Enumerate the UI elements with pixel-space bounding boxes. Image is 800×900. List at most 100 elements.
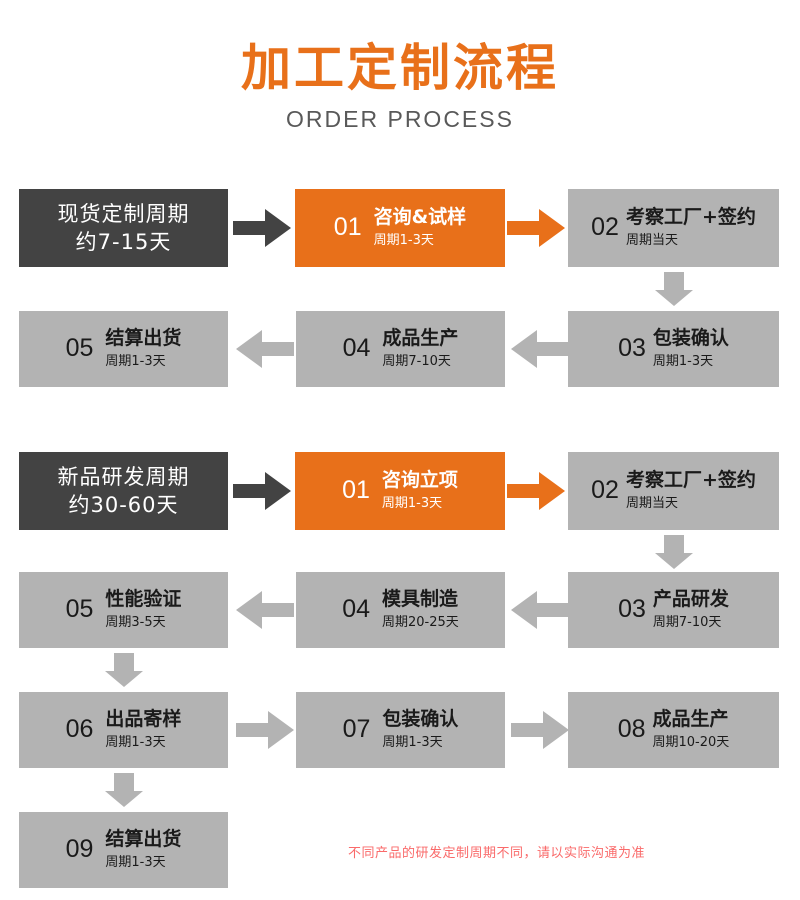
stock-flow-start-line2: 约7-15天 [75,230,172,254]
newproduct-step-02-title: 考察工厂+签约 [625,469,756,492]
stock-flow-start-box[interactable]: 现货定制周期 约7-15天 [19,189,228,267]
newproduct-step-02-number: 02 [591,476,619,505]
newproduct-step-04-box[interactable]: 04 模具制造 周期20-25天 [296,572,505,648]
newproduct-step-07-box[interactable]: 07 包装确认 周期1-3天 [296,692,505,768]
stock-step-04-text: 成品生产 周期7-10天 [382,327,458,371]
newproduct-flow-start-box[interactable]: 新品研发周期 约30-60天 [19,452,228,530]
newproduct-step-06-text: 出品寄样 周期1-3天 [105,708,181,752]
newproduct-step-09-title: 结算出货 [105,828,182,851]
stock-step-04-title: 成品生产 [382,327,459,350]
newproduct-step-06-box[interactable]: 06 出品寄样 周期1-3天 [19,692,228,768]
arrow-left-stock-04-05 [236,327,294,371]
newproduct-step-04-title: 模具制造 [382,588,459,611]
stock-flow-start-line1: 现货定制周期 [57,201,190,226]
newproduct-step-09-sub: 周期1-3天 [105,854,166,870]
arrow-right-dark-stock-start [233,205,291,251]
stock-step-03-text: 包装确认 周期1-3天 [653,327,729,371]
newproduct-step-08-content: 08 成品生产 周期10-20天 [618,708,730,752]
newproduct-step-05-text: 性能验证 周期3-5天 [105,588,181,632]
newproduct-step-06-content: 06 出品寄样 周期1-3天 [66,708,182,752]
newproduct-step-09-box[interactable]: 09 结算出货 周期1-3天 [19,812,228,888]
newproduct-flow-start-period: 新品研发周期 约30-60天 [58,463,190,520]
arrow-right-orange-newproduct-01-02 [507,468,565,514]
newproduct-step-05-sub: 周期3-5天 [105,614,166,630]
stock-step-02-sub: 周期当天 [625,232,678,248]
newproduct-step-06-title: 出品寄样 [105,708,182,731]
arrow-right-orange-stock-01-02 [507,205,565,251]
newproduct-step-07-content: 07 包装确认 周期1-3天 [343,708,459,752]
stock-step-05-sub: 周期1-3天 [105,353,166,369]
arrow-right-dark-newproduct-start [233,468,291,514]
stock-step-01-content: 01 咨询&试样 周期1-3天 [334,206,466,250]
stock-step-05-title: 结算出货 [105,327,182,350]
newproduct-step-08-number: 08 [617,715,646,744]
newproduct-step-02-sub: 周期当天 [625,495,678,511]
newproduct-step-09-number: 09 [65,835,94,864]
page-title: 加工定制流程 [241,39,559,97]
stock-step-04-box[interactable]: 04 成品生产 周期7-10天 [296,311,505,387]
newproduct-step-05-box[interactable]: 05 性能验证 周期3-5天 [19,572,228,648]
newproduct-step-02-box[interactable]: 02 考察工厂+签约 周期当天 [568,452,779,530]
newproduct-step-01-number: 01 [342,476,370,505]
stock-step-05-number: 05 [65,334,94,363]
newproduct-step-03-text: 产品研发 周期7-10天 [653,588,729,632]
newproduct-flow-start-line2: 约30-60天 [68,493,179,517]
newproduct-step-01-title: 咨询立项 [381,469,458,492]
stock-step-05-box[interactable]: 05 结算出货 周期1-3天 [19,311,228,387]
newproduct-step-07-title: 包装确认 [382,708,459,731]
newproduct-step-08-title: 成品生产 [652,708,729,731]
newproduct-step-03-number: 03 [618,595,646,624]
newproduct-step-05-content: 05 性能验证 周期3-5天 [66,588,182,632]
newproduct-step-03-title: 产品研发 [652,588,729,611]
stock-step-02-box[interactable]: 02 考察工厂+签约 周期当天 [568,189,779,267]
newproduct-step-08-sub: 周期10-20天 [652,734,730,750]
newproduct-step-08-box[interactable]: 08 成品生产 周期10-20天 [568,692,779,768]
newproduct-step-09-content: 09 结算出货 周期1-3天 [66,828,182,872]
stock-step-02-title: 考察工厂+签约 [625,206,756,229]
newproduct-step-05-title: 性能验证 [105,588,182,611]
stock-step-02-text: 考察工厂+签约 周期当天 [626,206,756,250]
newproduct-step-07-text: 包装确认 周期1-3天 [382,708,458,752]
page-header: 加工定制流程 ORDER PROCESS [0,39,800,133]
newproduct-step-04-sub: 周期20-25天 [382,614,459,630]
arrow-left-stock-03-04 [511,327,569,371]
stock-step-03-content: 03 包装确认 周期1-3天 [618,327,729,371]
stock-step-04-sub: 周期7-10天 [382,353,451,369]
stock-step-02-content: 02 考察工厂+签约 周期当天 [591,206,756,250]
newproduct-step-04-number: 04 [342,595,371,624]
arrow-down-newproduct-08-09 [105,773,143,807]
newproduct-step-01-sub: 周期1-3天 [381,495,443,511]
stock-step-01-number: 01 [333,213,362,242]
newproduct-step-03-sub: 周期7-10天 [652,614,722,630]
stock-step-01-title: 咨询&试样 [373,206,467,229]
stock-step-05-content: 05 结算出货 周期1-3天 [66,327,182,371]
stock-step-01-sub: 周期1-3天 [373,232,434,248]
newproduct-step-01-box[interactable]: 01 咨询立项 周期1-3天 [295,452,505,530]
arrow-left-newproduct-04-05 [236,588,294,632]
stock-step-03-title: 包装确认 [652,327,729,350]
newproduct-step-07-sub: 周期1-3天 [382,734,443,750]
stock-flow-start-period: 现货定制周期 约7-15天 [58,200,190,257]
newproduct-step-04-content: 04 模具制造 周期20-25天 [342,588,459,632]
arrow-left-newproduct-03-04 [511,588,569,632]
newproduct-step-01-content: 01 咨询立项 周期1-3天 [342,469,458,513]
stock-step-03-box[interactable]: 03 包装确认 周期1-3天 [568,311,779,387]
stock-step-01-box[interactable]: 01 咨询&试样 周期1-3天 [295,189,505,267]
stock-step-04-content: 04 成品生产 周期7-10天 [343,327,459,371]
arrow-right-newproduct-07-08 [511,708,569,752]
stock-step-03-sub: 周期1-3天 [652,353,714,369]
stock-step-03-number: 03 [618,334,646,363]
stock-step-05-text: 结算出货 周期1-3天 [105,327,181,371]
newproduct-step-09-text: 结算出货 周期1-3天 [105,828,181,872]
newproduct-step-02-text: 考察工厂+签约 周期当天 [626,469,756,513]
stock-step-02-number: 02 [591,213,619,242]
arrow-down-newproduct-02-03 [655,535,693,569]
newproduct-step-08-text: 成品生产 周期10-20天 [653,708,730,752]
newproduct-step-07-number: 07 [342,715,371,744]
stock-step-01-text: 咨询&试样 周期1-3天 [374,206,467,250]
arrow-right-newproduct-06-07 [236,708,294,752]
newproduct-step-03-box[interactable]: 03 产品研发 周期7-10天 [568,572,779,648]
page-subtitle: ORDER PROCESS [286,105,514,132]
newproduct-step-06-number: 06 [65,715,94,744]
